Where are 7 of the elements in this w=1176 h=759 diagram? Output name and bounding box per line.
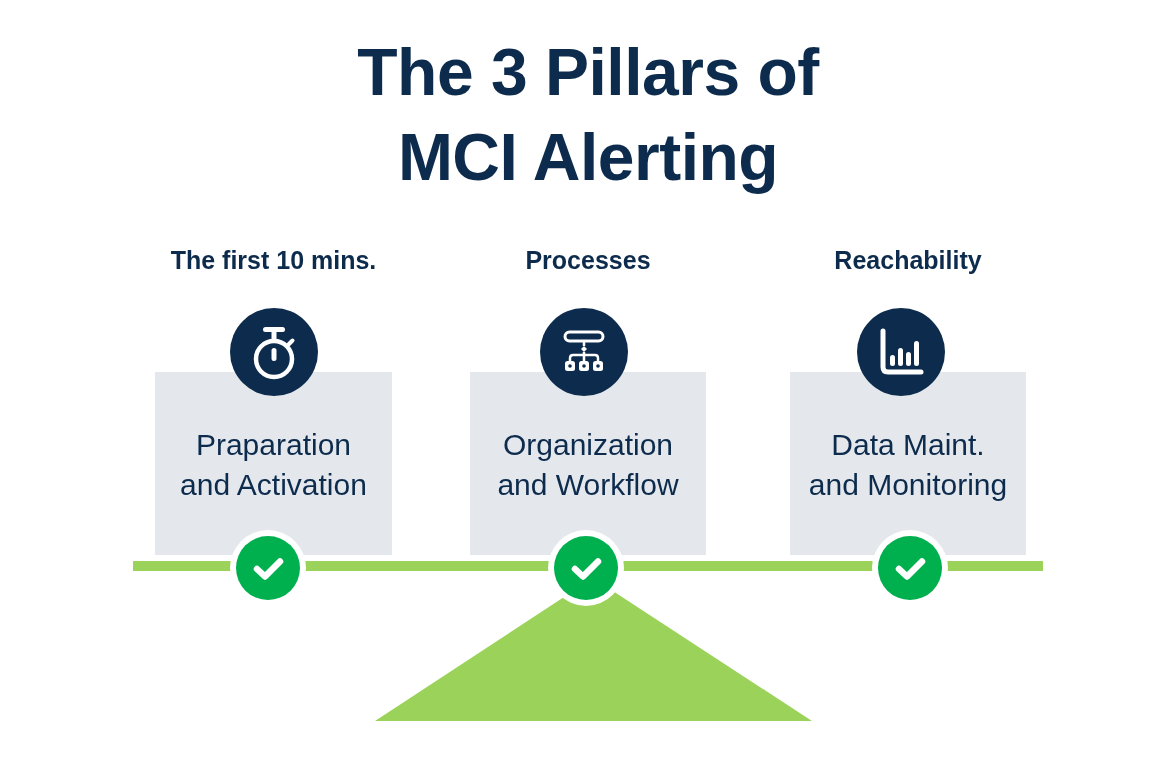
diagram-title: The 3 Pillars of MCI Alerting [356,34,821,196]
panel-text: Praparation and Activation [179,427,368,503]
panel-text: Data Maint. and Monitoring [807,427,1009,503]
column-heading: Processes [525,245,651,275]
column-heading: Reachability [834,245,982,275]
panel-text: Organization and Workflow [496,427,680,503]
column-heading: The first 10 mins. [170,245,377,275]
